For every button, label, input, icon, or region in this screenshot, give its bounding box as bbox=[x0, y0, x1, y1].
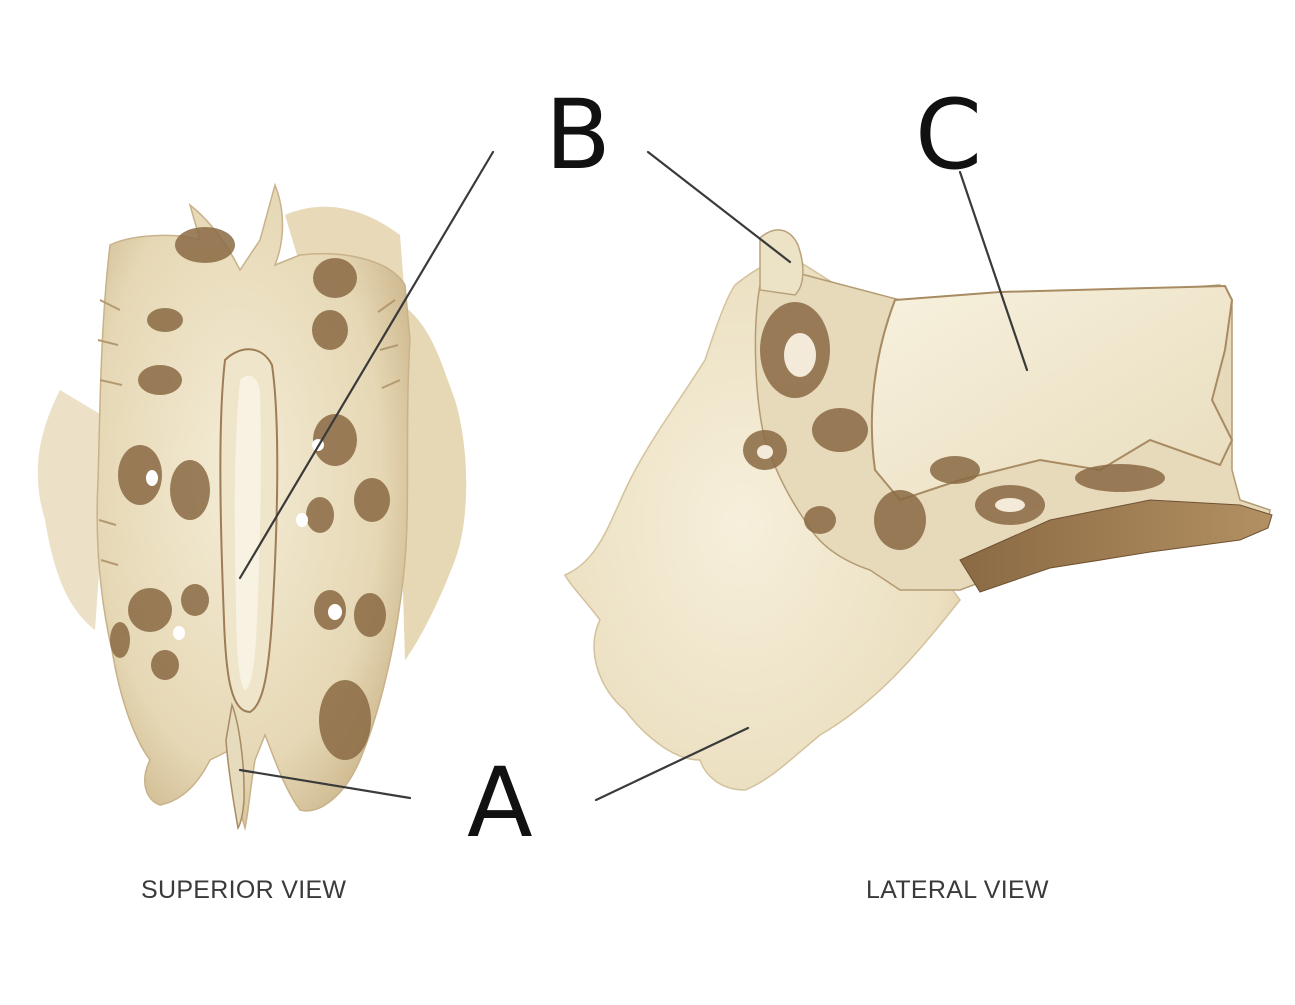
superior-view-texture bbox=[97, 299, 401, 566]
superior-view-crest-highlight bbox=[234, 375, 261, 690]
leader-line-a-lateral bbox=[594, 726, 750, 802]
label-a: A bbox=[467, 747, 533, 859]
superior-view-wing bbox=[37, 390, 110, 630]
lateral-view-air-cells bbox=[743, 302, 1165, 550]
superior-view-illustration bbox=[37, 182, 467, 831]
label-c: C bbox=[915, 79, 982, 191]
leader-line-b-lateral bbox=[646, 150, 792, 264]
lateral-view-orbital-plate bbox=[870, 284, 1234, 502]
leader-line-a-superior bbox=[238, 768, 412, 800]
caption-superior-view: SUPERIOR VIEW bbox=[141, 876, 347, 904]
superior-view-cell-holes bbox=[146, 439, 342, 640]
leader-line-b-superior bbox=[238, 150, 495, 580]
label-b: B bbox=[545, 79, 611, 191]
lateral-view-shelf bbox=[959, 499, 1273, 593]
superior-view-plate-tail bbox=[225, 702, 245, 830]
superior-view-wing bbox=[395, 300, 467, 660]
lateral-view-illustration bbox=[563, 229, 1273, 791]
superior-view-air-cells bbox=[110, 227, 390, 760]
leader-lines bbox=[238, 150, 1029, 802]
caption-lateral-view: LATERAL VIEW bbox=[866, 876, 1049, 904]
lateral-view-crest bbox=[759, 229, 804, 296]
leader-line-c bbox=[958, 170, 1029, 372]
lateral-view-cell-highlights bbox=[757, 333, 1025, 512]
